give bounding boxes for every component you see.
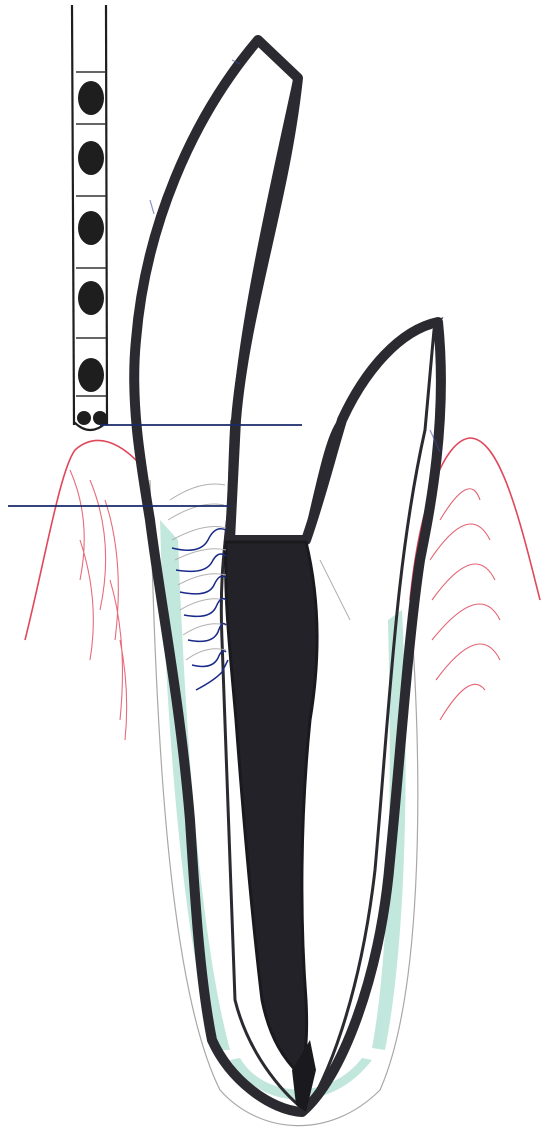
pulp-canal <box>226 542 317 1075</box>
probe-mark <box>78 211 104 245</box>
probe-left-edge <box>72 5 74 425</box>
probe-tip-dot <box>77 411 91 425</box>
probe-tip-dot <box>93 411 107 425</box>
periodontal-probe-icon <box>72 5 107 430</box>
gingiva-left <box>25 440 145 740</box>
probe-mark <box>78 358 104 392</box>
gingiva-right-fibers <box>430 489 500 720</box>
probe-mark <box>78 281 104 315</box>
reference-lines <box>8 425 302 506</box>
gingiva-left-outline <box>25 440 145 640</box>
gingiva-left-fibers <box>70 470 127 740</box>
probe-right-edge <box>106 5 107 425</box>
probe-markings <box>77 81 107 425</box>
probe-mark <box>78 141 104 175</box>
probe-mark <box>78 81 104 115</box>
